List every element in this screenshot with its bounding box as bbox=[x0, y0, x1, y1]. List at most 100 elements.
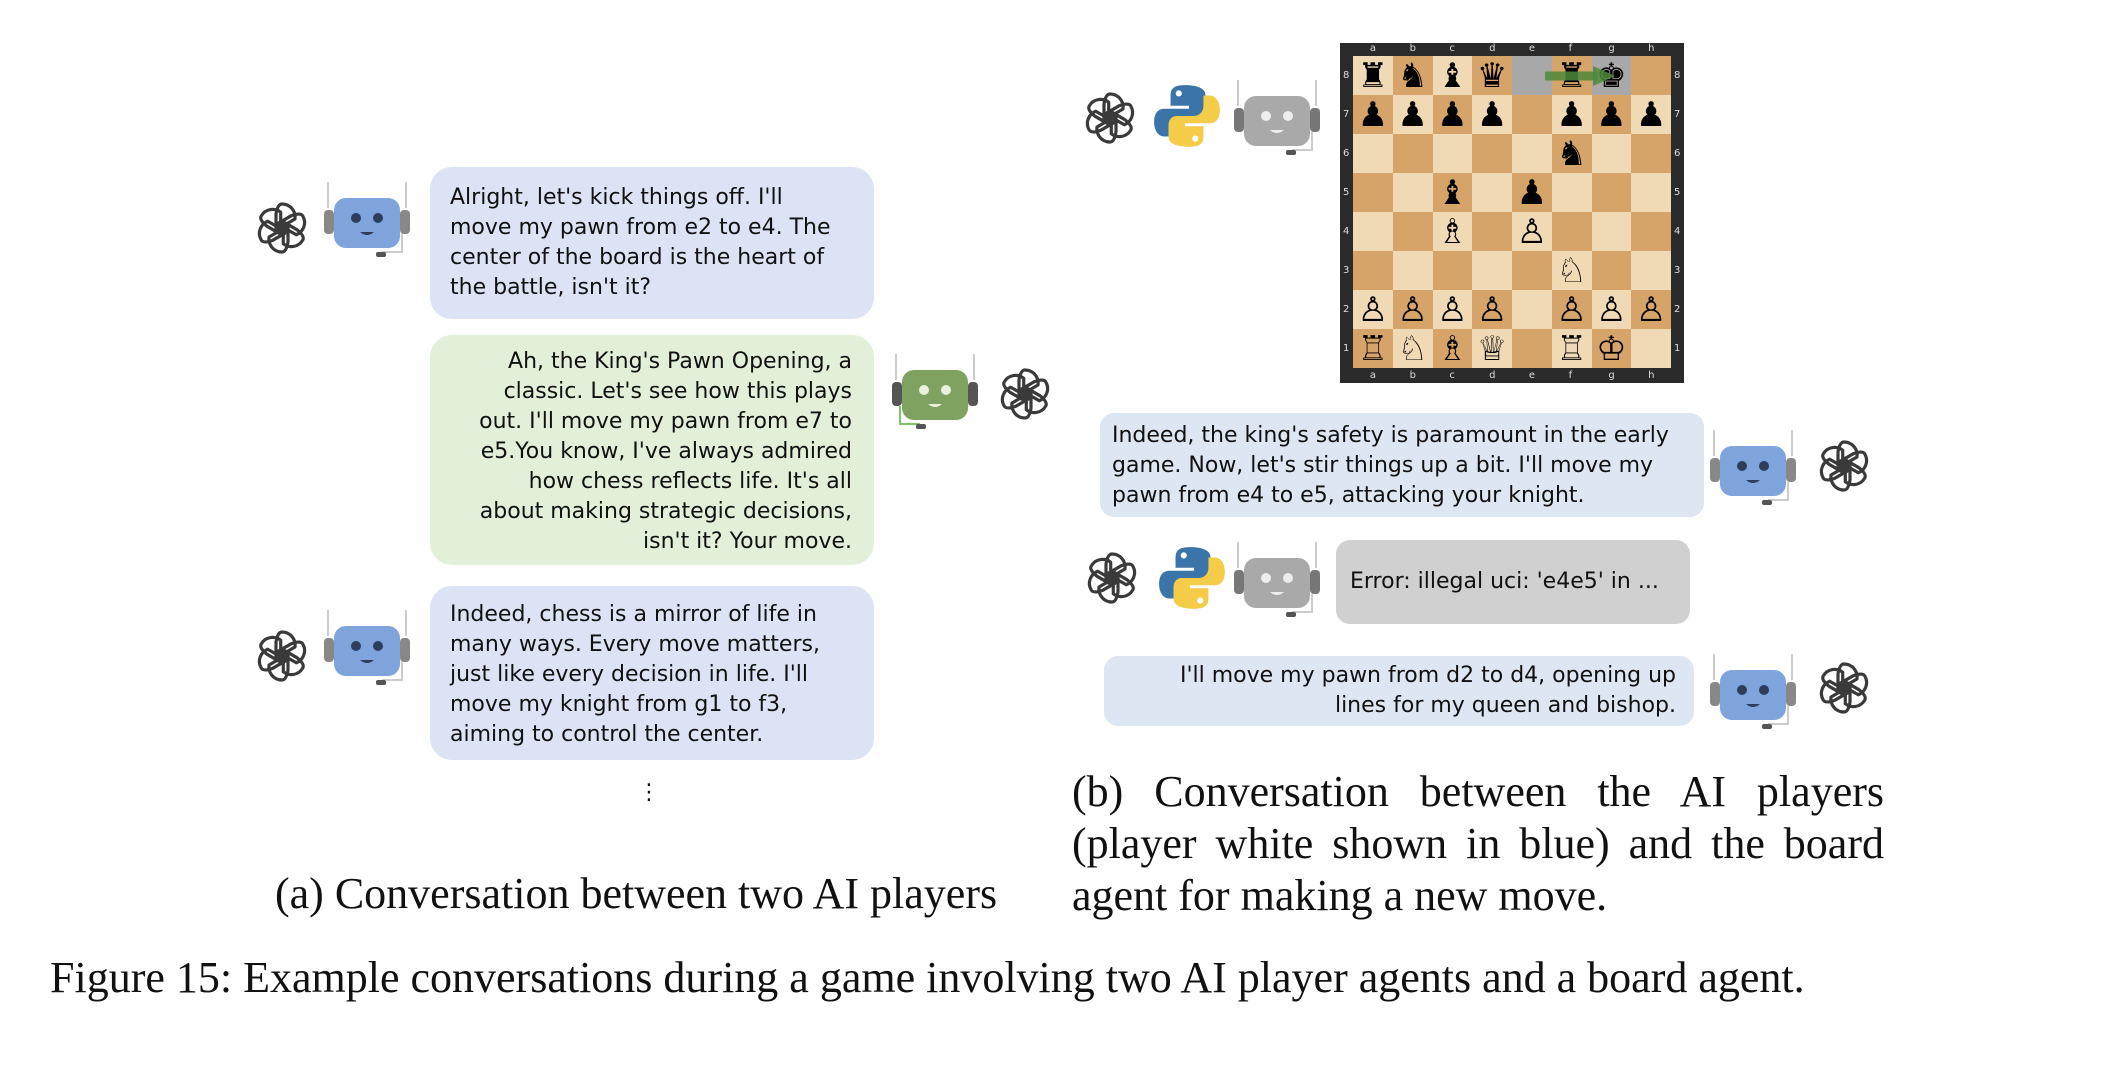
file-label-e: e bbox=[1528, 43, 1536, 54]
square-f1: ♖ bbox=[1551, 329, 1592, 368]
square-g4 bbox=[1591, 212, 1632, 251]
rank-label-8: 8 bbox=[1343, 69, 1350, 81]
openai-logo-icon bbox=[1815, 662, 1873, 714]
rank-label-3: 3 bbox=[1674, 264, 1681, 276]
square-g6 bbox=[1591, 134, 1632, 173]
square-h4 bbox=[1631, 212, 1671, 251]
square-e5: ♟ bbox=[1512, 173, 1552, 212]
square-c8: ♝ bbox=[1432, 56, 1473, 95]
square-d4 bbox=[1472, 212, 1512, 251]
file-label-f: f bbox=[1568, 370, 1573, 381]
blue-robot-icon bbox=[1710, 654, 1796, 729]
square-a4 bbox=[1353, 212, 1393, 251]
rank-label-5: 5 bbox=[1674, 186, 1681, 198]
gray-robot-icon bbox=[1234, 542, 1320, 617]
square-f3: ♘ bbox=[1551, 251, 1592, 290]
square-g1: ♔ bbox=[1591, 329, 1632, 368]
rank-label-6: 6 bbox=[1343, 147, 1350, 159]
square-e1 bbox=[1512, 329, 1552, 368]
file-label-c: c bbox=[1449, 43, 1455, 54]
rank-label-4: 4 bbox=[1343, 225, 1350, 237]
chat-bubble-white-1: Alright, let's kick things off. I'll mov… bbox=[430, 167, 874, 319]
square-e4: ♙ bbox=[1512, 212, 1552, 251]
square-d7: ♟ bbox=[1472, 95, 1512, 134]
rank-label-7: 7 bbox=[1343, 108, 1350, 120]
rank-label-1: 1 bbox=[1674, 342, 1681, 354]
square-c3 bbox=[1432, 251, 1473, 290]
chat-bubble-white-b1: Indeed, the king's safety is paramount i… bbox=[1100, 413, 1704, 517]
square-d3 bbox=[1472, 251, 1512, 290]
square-h2: ♙ bbox=[1631, 290, 1671, 329]
green-robot-icon bbox=[892, 354, 978, 429]
square-c4: ♗ bbox=[1432, 212, 1473, 251]
rank-label-5: 5 bbox=[1343, 186, 1350, 198]
square-h7: ♟ bbox=[1631, 95, 1671, 134]
file-label-d: d bbox=[1489, 43, 1496, 54]
square-a5 bbox=[1353, 173, 1393, 212]
square-d5 bbox=[1472, 173, 1512, 212]
file-label-b: b bbox=[1409, 43, 1416, 54]
square-f6: ♞ bbox=[1551, 134, 1592, 173]
file-label-a: a bbox=[1369, 370, 1377, 381]
square-a3 bbox=[1353, 251, 1393, 290]
square-a8: ♜ bbox=[1353, 56, 1393, 95]
chess-board: ♜♞♝♛♜♚♟♟♟♟♟♟♟♞♝♟♗♙♘♙♙♙♙♙♙♙♖♘♗♕♖♔ aabbccd… bbox=[1340, 43, 1684, 383]
square-b3 bbox=[1392, 251, 1433, 290]
square-d1: ♕ bbox=[1472, 329, 1512, 368]
square-h8 bbox=[1631, 56, 1671, 95]
file-label-g: g bbox=[1608, 370, 1615, 381]
openai-logo-icon bbox=[1083, 552, 1141, 604]
square-e2 bbox=[1512, 290, 1552, 329]
rank-label-7: 7 bbox=[1674, 108, 1681, 120]
square-c6 bbox=[1432, 134, 1473, 173]
file-label-c: c bbox=[1449, 370, 1455, 381]
square-f5 bbox=[1551, 173, 1592, 212]
file-label-a: a bbox=[1369, 43, 1377, 54]
openai-logo-icon bbox=[1815, 440, 1873, 492]
figure-caption: Figure 15: Example conversations during … bbox=[50, 953, 1805, 1002]
square-a1: ♖ bbox=[1353, 329, 1393, 368]
square-b2: ♙ bbox=[1392, 290, 1433, 329]
blue-robot-icon bbox=[324, 182, 410, 257]
square-g7: ♟ bbox=[1591, 95, 1632, 134]
square-b6 bbox=[1392, 134, 1433, 173]
openai-logo-icon bbox=[996, 368, 1054, 420]
subcaption-a: (a) Conversation between two AI players bbox=[275, 869, 998, 918]
rank-label-8: 8 bbox=[1674, 69, 1681, 81]
subcaption-b: (b) Conversation between the AI players … bbox=[1072, 767, 1884, 920]
file-label-b: b bbox=[1409, 370, 1416, 381]
rank-label-6: 6 bbox=[1674, 147, 1681, 159]
file-label-d: d bbox=[1489, 370, 1496, 381]
square-d2: ♙ bbox=[1472, 290, 1512, 329]
chat-bubble-white-b2: I'll move my pawn from d2 to d4, opening… bbox=[1104, 656, 1694, 726]
file-label-h: h bbox=[1648, 370, 1655, 381]
square-h5 bbox=[1631, 173, 1671, 212]
openai-logo-icon bbox=[1081, 92, 1139, 144]
chat-bubble-white-2: Indeed, chess is a mirror of life in man… bbox=[430, 586, 874, 760]
square-d6 bbox=[1472, 134, 1512, 173]
square-a6 bbox=[1353, 134, 1393, 173]
square-e6 bbox=[1512, 134, 1552, 173]
square-g5 bbox=[1591, 173, 1632, 212]
square-g3 bbox=[1591, 251, 1632, 290]
chat-bubble-board-error: Error: illegal uci: 'e4e5' in ... bbox=[1336, 540, 1690, 624]
openai-logo-icon bbox=[253, 630, 311, 682]
openai-logo-icon bbox=[253, 202, 311, 254]
python-logo-icon bbox=[1154, 85, 1220, 147]
square-c7: ♟ bbox=[1432, 95, 1473, 134]
rank-label-1: 1 bbox=[1343, 342, 1350, 354]
square-h1 bbox=[1631, 329, 1671, 368]
file-label-f: f bbox=[1568, 43, 1573, 54]
square-e7 bbox=[1512, 95, 1552, 134]
blue-robot-icon bbox=[324, 610, 410, 685]
rank-label-2: 2 bbox=[1674, 303, 1681, 315]
square-b7: ♟ bbox=[1392, 95, 1433, 134]
square-c1: ♗ bbox=[1432, 329, 1473, 368]
square-a7: ♟ bbox=[1353, 95, 1393, 134]
square-b4 bbox=[1392, 212, 1433, 251]
file-label-h: h bbox=[1648, 43, 1655, 54]
blue-robot-icon bbox=[1710, 430, 1796, 505]
gray-robot-icon bbox=[1234, 80, 1320, 155]
square-b5 bbox=[1392, 173, 1433, 212]
square-b1: ♘ bbox=[1392, 329, 1433, 368]
